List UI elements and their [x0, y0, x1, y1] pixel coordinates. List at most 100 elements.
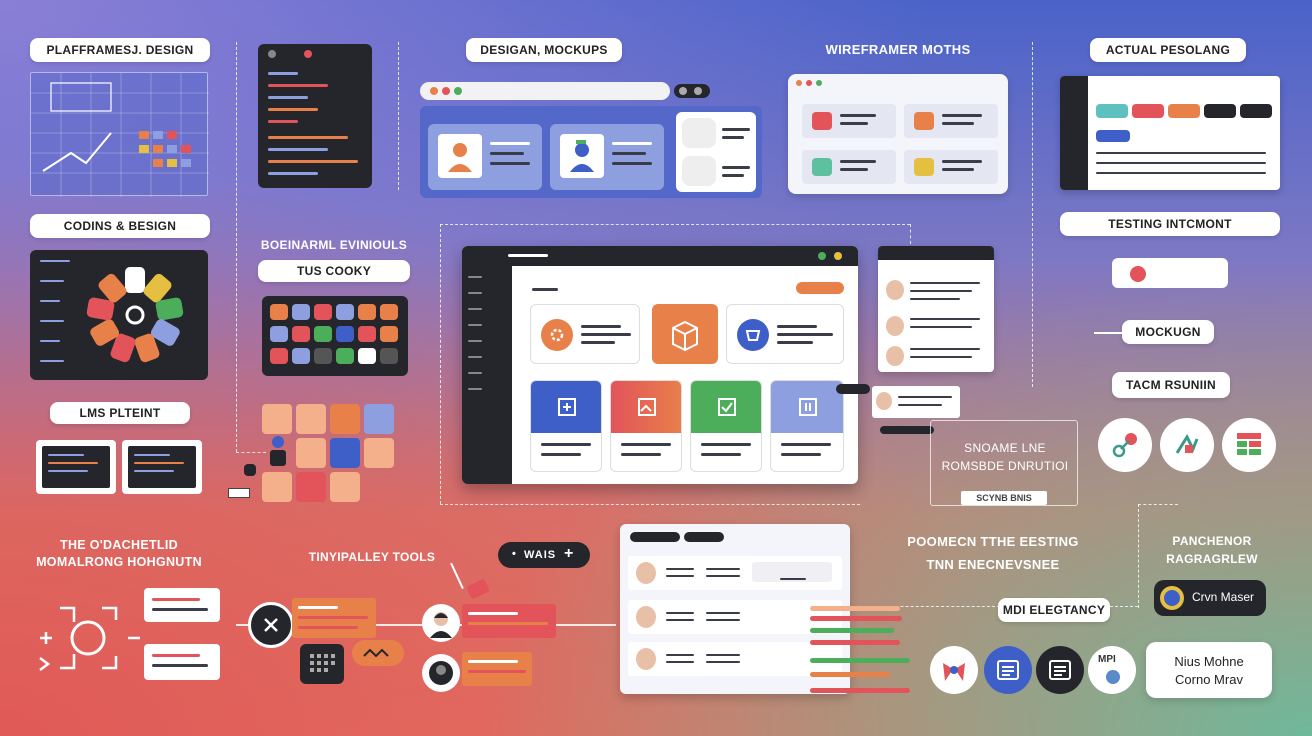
swatch[interactable] — [292, 348, 310, 364]
connector-line — [450, 562, 464, 590]
feature-card[interactable] — [726, 304, 844, 364]
swatch[interactable] — [292, 304, 310, 320]
swatch[interactable] — [270, 348, 288, 364]
sidebar-item[interactable] — [468, 276, 482, 278]
profile-name-card[interactable]: Nius Mohne Corno Mrav — [1146, 642, 1272, 698]
connector-line — [236, 452, 266, 453]
tile-card[interactable] — [690, 380, 762, 472]
sidebar-item[interactable] — [468, 340, 482, 342]
swatch[interactable] — [336, 304, 354, 320]
panel-header — [878, 246, 994, 260]
node-box — [244, 464, 256, 476]
toggle-pill[interactable] — [880, 426, 934, 434]
pause-icon — [799, 398, 817, 416]
table-row[interactable] — [628, 556, 842, 590]
sidebar-item[interactable] — [468, 356, 482, 358]
puzzle-icon[interactable] — [930, 646, 978, 694]
swatch[interactable] — [314, 326, 332, 342]
text-line — [780, 578, 806, 580]
code-line — [268, 120, 298, 123]
swatch[interactable] — [270, 326, 288, 342]
sidebar-item[interactable] — [468, 372, 482, 374]
actual-personalising-label: ACTUAL PESOLANG — [1090, 38, 1246, 62]
text-line — [777, 333, 833, 336]
grid-icon[interactable] — [1222, 418, 1276, 472]
feature-card[interactable] — [652, 304, 718, 364]
sidebar-item[interactable] — [468, 292, 482, 294]
toggle-dot — [694, 87, 702, 95]
swatch[interactable] — [336, 326, 354, 342]
swatch[interactable] — [380, 348, 398, 364]
swatch[interactable] — [292, 326, 310, 342]
blueprint-grid — [31, 73, 209, 197]
sidebar-item[interactable] — [468, 308, 482, 310]
simulate-line-text-2: ROMSBDE DNRUTIOI — [941, 459, 1069, 473]
toggle-pill[interactable] — [836, 384, 870, 394]
text-line — [621, 443, 671, 446]
avatar — [422, 604, 460, 642]
avatar — [560, 134, 604, 178]
window-dot — [268, 50, 276, 58]
code-line — [40, 260, 70, 262]
network-icon[interactable] — [1098, 418, 1152, 472]
person-figure — [266, 434, 290, 470]
calendar-icon[interactable] — [300, 644, 344, 684]
avatar — [886, 346, 904, 366]
swatch[interactable] — [336, 348, 354, 364]
text-line — [840, 160, 876, 163]
badge-icon[interactable]: MPI — [1088, 646, 1136, 694]
feature-card[interactable] — [530, 304, 640, 364]
document-icon[interactable] — [984, 646, 1032, 694]
tile-card[interactable] — [770, 380, 844, 472]
wire-block — [802, 104, 896, 138]
text-line — [781, 443, 831, 446]
swatch[interactable] — [270, 304, 288, 320]
orchestrated-line2: MOMALRONG HOHGNUTN — [36, 555, 202, 569]
avatar — [636, 648, 656, 670]
swatch[interactable] — [358, 304, 376, 320]
tag-chip — [1132, 104, 1164, 118]
shuffle-icon[interactable] — [1160, 418, 1214, 472]
close-icon[interactable] — [248, 602, 294, 648]
code-line — [40, 280, 64, 282]
tile-card[interactable] — [610, 380, 682, 472]
text-line — [298, 616, 368, 619]
swatch[interactable] — [380, 326, 398, 342]
table-row[interactable] — [628, 600, 842, 634]
record-icon — [1130, 266, 1146, 282]
text-line — [468, 612, 518, 615]
swatch[interactable] — [358, 348, 376, 364]
swatch[interactable] — [314, 304, 332, 320]
tile-card[interactable] — [530, 380, 602, 472]
window-dot — [304, 50, 312, 58]
avatar — [636, 606, 656, 628]
sidebar-item[interactable] — [468, 388, 482, 390]
wait-chip[interactable]: • WAIS + — [498, 542, 590, 568]
window-dot[interactable] — [818, 252, 826, 260]
sidebar-item[interactable] — [468, 324, 482, 326]
swatch[interactable] — [380, 304, 398, 320]
cell — [752, 562, 832, 582]
code-line — [40, 320, 64, 322]
browser-address-bar — [420, 82, 670, 100]
user-chip[interactable]: Crvn Maser — [1154, 580, 1266, 616]
record-bar[interactable] — [1112, 258, 1228, 288]
table-row[interactable] — [628, 642, 842, 676]
avatar-inner — [1164, 590, 1180, 606]
text-line — [666, 568, 694, 570]
text-line — [840, 114, 876, 117]
action-chip[interactable] — [796, 282, 844, 294]
window-dot — [796, 80, 802, 86]
connector-line — [398, 42, 399, 190]
avatar — [422, 654, 460, 692]
toggle-pill[interactable] — [674, 84, 710, 98]
text-line — [541, 453, 581, 456]
tag-chip — [1240, 104, 1272, 118]
code-line — [268, 108, 318, 111]
window-dot — [430, 87, 438, 95]
image-icon — [638, 398, 656, 416]
swatch[interactable] — [358, 326, 376, 342]
swatch[interactable] — [314, 348, 332, 364]
window-dot[interactable] — [834, 252, 842, 260]
document-icon[interactable] — [1036, 646, 1084, 694]
